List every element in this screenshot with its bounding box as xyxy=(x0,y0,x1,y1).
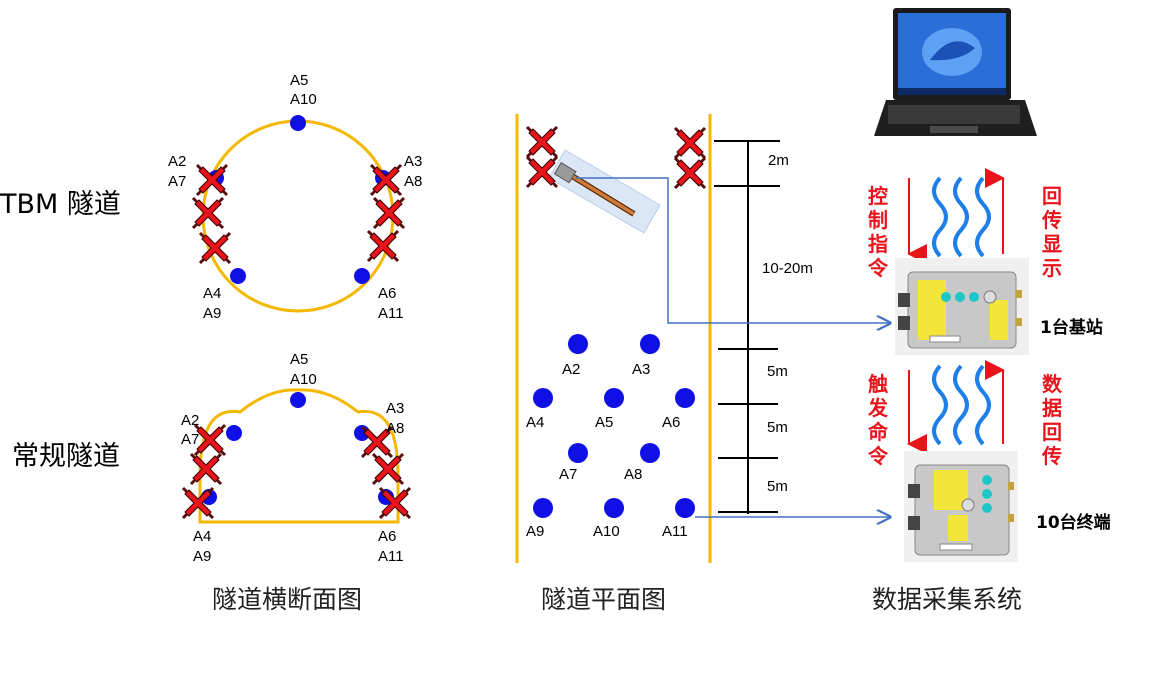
point-label: A5 xyxy=(595,414,613,431)
base-station-device-icon xyxy=(895,258,1029,355)
point-label: A4 xyxy=(193,528,211,545)
control-command-vertical: 控制指令 xyxy=(868,184,888,280)
data-return-vertical: 数据回传 xyxy=(1042,372,1062,468)
point-label: A9 xyxy=(526,523,544,540)
data-acquisition-system: 控制指令 1台基站 xyxy=(872,8,1111,614)
terminals-label: 10台终端 xyxy=(1036,512,1111,533)
point-label: A10 xyxy=(290,91,317,108)
sensor-dot xyxy=(290,115,306,131)
sensor-dot xyxy=(568,334,588,354)
distance-ruler xyxy=(714,140,780,514)
sensor-dot xyxy=(640,334,660,354)
normal-tunnel-label: 常规隧道 xyxy=(12,441,120,472)
blast-point-icon xyxy=(198,231,232,265)
point-label: A11 xyxy=(378,305,404,322)
point-label: A8 xyxy=(404,173,422,190)
tbm-cross-section: TBM 隧道 A5 A10 A2 A7 A3 A8 A4 A9 A6 A11 xyxy=(0,72,422,322)
point-label: A3 xyxy=(386,400,404,417)
sensor-dot xyxy=(568,443,588,463)
point-label: A9 xyxy=(203,305,221,322)
blast-point-icon xyxy=(673,126,707,160)
sensor-dot xyxy=(354,268,370,284)
return-display-vertical: 回传显示 xyxy=(1042,184,1062,280)
plan-caption: 隧道平面图 xyxy=(541,585,666,614)
blast-point-icon xyxy=(191,196,225,230)
point-label: A10 xyxy=(593,523,620,540)
blast-point-icon xyxy=(372,196,406,230)
point-label: A6 xyxy=(378,285,396,302)
sensor-dot xyxy=(604,388,624,408)
distance-label: 2m xyxy=(768,152,789,169)
wireless-wave-icon xyxy=(932,176,991,258)
point-label: A11 xyxy=(662,523,688,540)
blast-point-icon xyxy=(525,125,559,159)
sensor-dot xyxy=(675,498,695,518)
point-label: A5 xyxy=(290,351,308,368)
normal-tunnel-outline xyxy=(198,388,400,524)
distance-label: 5m xyxy=(767,478,788,495)
sensor-dot xyxy=(230,268,246,284)
point-label: A9 xyxy=(193,548,211,565)
point-label: A2 xyxy=(181,412,199,429)
trigger-command-vertical: 触发命令 xyxy=(868,372,888,468)
point-label: A11 xyxy=(378,548,404,565)
sensor-dot xyxy=(640,443,660,463)
sensor-dot xyxy=(533,388,553,408)
point-label: A3 xyxy=(632,361,650,378)
sensor-dot xyxy=(533,498,553,518)
point-label: A7 xyxy=(559,466,577,483)
blast-point-icon xyxy=(673,156,707,190)
point-label: A8 xyxy=(386,420,404,437)
terminal-device-icon xyxy=(904,451,1018,562)
point-label: A10 xyxy=(290,371,317,388)
blast-point-icon xyxy=(189,452,223,486)
point-label: A7 xyxy=(181,431,199,448)
point-label: A3 xyxy=(404,153,422,170)
tunnel-plan: A2 A3 A4 A5 A6 A7 A8 A9 A10 A11 2m 10-20… xyxy=(515,114,813,614)
point-label: A4 xyxy=(526,414,544,431)
cross-section-caption: 隧道横断面图 xyxy=(212,585,362,614)
distance-label: 5m xyxy=(767,363,788,380)
sensor-dot xyxy=(604,498,624,518)
point-label: A2 xyxy=(562,361,580,378)
point-label: A6 xyxy=(378,528,396,545)
sensor-dot xyxy=(675,388,695,408)
wireless-wave-icon xyxy=(932,364,991,446)
point-label: A4 xyxy=(203,285,221,302)
point-label: A8 xyxy=(624,466,642,483)
drill-icon xyxy=(548,149,661,234)
point-label: A6 xyxy=(662,414,680,431)
laptop-icon xyxy=(874,8,1037,136)
tbm-tunnel-label: TBM 隧道 xyxy=(0,189,121,220)
distance-label: 5m xyxy=(767,419,788,436)
sensor-dot xyxy=(226,425,242,441)
system-caption: 数据采集系统 xyxy=(872,585,1022,614)
sensor-dot xyxy=(290,392,306,408)
base-station-label: 1台基站 xyxy=(1040,317,1103,338)
point-label: A5 xyxy=(290,72,308,89)
blast-point-icon xyxy=(193,423,227,457)
normal-cross-section: 常规隧道 A5 A10 A2 A7 A3 A8 A4 A9 A6 A11 隧道横… xyxy=(12,351,412,614)
point-label: A2 xyxy=(168,153,186,170)
point-label: A7 xyxy=(168,173,186,190)
connector-to-base-station xyxy=(576,177,890,323)
distance-label: 10-20m xyxy=(762,260,813,277)
